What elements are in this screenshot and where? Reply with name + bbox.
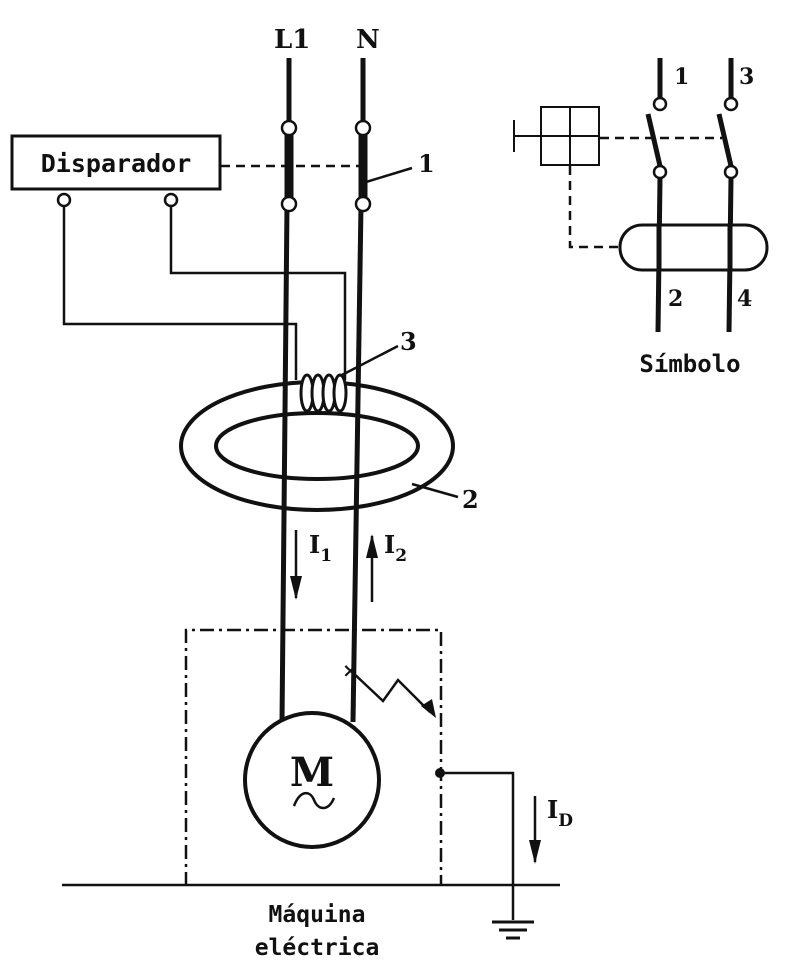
symbol-pin-1: 1 — [674, 64, 689, 90]
tripper-terminal-right — [163, 192, 179, 208]
id-arrowhead — [529, 840, 541, 864]
phase-wire — [279, 204, 290, 723]
phase-terminal-bottom — [280, 195, 298, 213]
machine-label-line2: eléctrica — [255, 935, 380, 961]
fault-path — [349, 669, 431, 713]
sensing-coil — [299, 373, 348, 413]
symbol-pin-2: 2 — [668, 286, 683, 312]
machine-label-line1: Máquina — [269, 902, 366, 928]
earth-wire — [440, 771, 515, 920]
motor-circle — [243, 711, 381, 849]
sense-wire-left — [62, 206, 298, 380]
machine-enclosure — [184, 628, 443, 886]
symbol-pole1-terminal-top — [652, 96, 668, 112]
symbol-title: Símbolo — [639, 350, 740, 378]
sense-wire-right — [169, 206, 347, 380]
symbol-sense-link — [568, 166, 620, 249]
symbol-pole2-blade — [716, 113, 734, 167]
phase-label: L1 — [274, 25, 310, 55]
ac-tilde-icon — [292, 792, 336, 810]
fault-arrowhead — [421, 699, 436, 718]
phase-terminal-top — [280, 119, 298, 137]
callout-1: 1 — [418, 149, 435, 178]
symbol-pole1-blade — [645, 113, 663, 167]
symbol-sensor — [618, 223, 769, 272]
id-label: ID — [547, 795, 573, 831]
symbol-pole2-terminal-top — [723, 96, 739, 112]
symbol-pole2-terminal-bottom — [723, 164, 739, 180]
callout-1-leader — [365, 166, 413, 184]
i2-arrowhead — [366, 534, 378, 558]
symbol-pole1-terminal-bottom — [652, 164, 668, 180]
rcd-symbol: 1 3 2 4 Símbolo — [513, 58, 769, 378]
tripper-label: Disparador — [41, 149, 192, 178]
main-circuit: L1 N Disparador 1 2 — [10, 25, 573, 961]
callout-2-leader — [411, 482, 459, 499]
neutral-wire — [350, 204, 364, 723]
callout-3: 3 — [400, 327, 417, 356]
neutral-terminal-top — [354, 119, 372, 137]
symbol-pin-3: 3 — [739, 64, 754, 90]
toroid-inner — [214, 411, 420, 481]
callout-3-leader — [339, 344, 399, 378]
motor-letter: M — [290, 749, 334, 796]
i1-label: I1 — [309, 530, 332, 566]
earth-ground-icon — [492, 920, 534, 940]
neutral-terminal-bottom — [354, 195, 372, 213]
symbol-pin-4: 4 — [737, 286, 752, 312]
tripper-terminal-left — [56, 192, 72, 208]
i1-arrowhead — [290, 576, 302, 600]
neutral-label: N — [356, 25, 380, 55]
callout-2: 2 — [462, 485, 479, 514]
tripper-box — [10, 134, 222, 191]
i2-label: I2 — [384, 530, 407, 566]
